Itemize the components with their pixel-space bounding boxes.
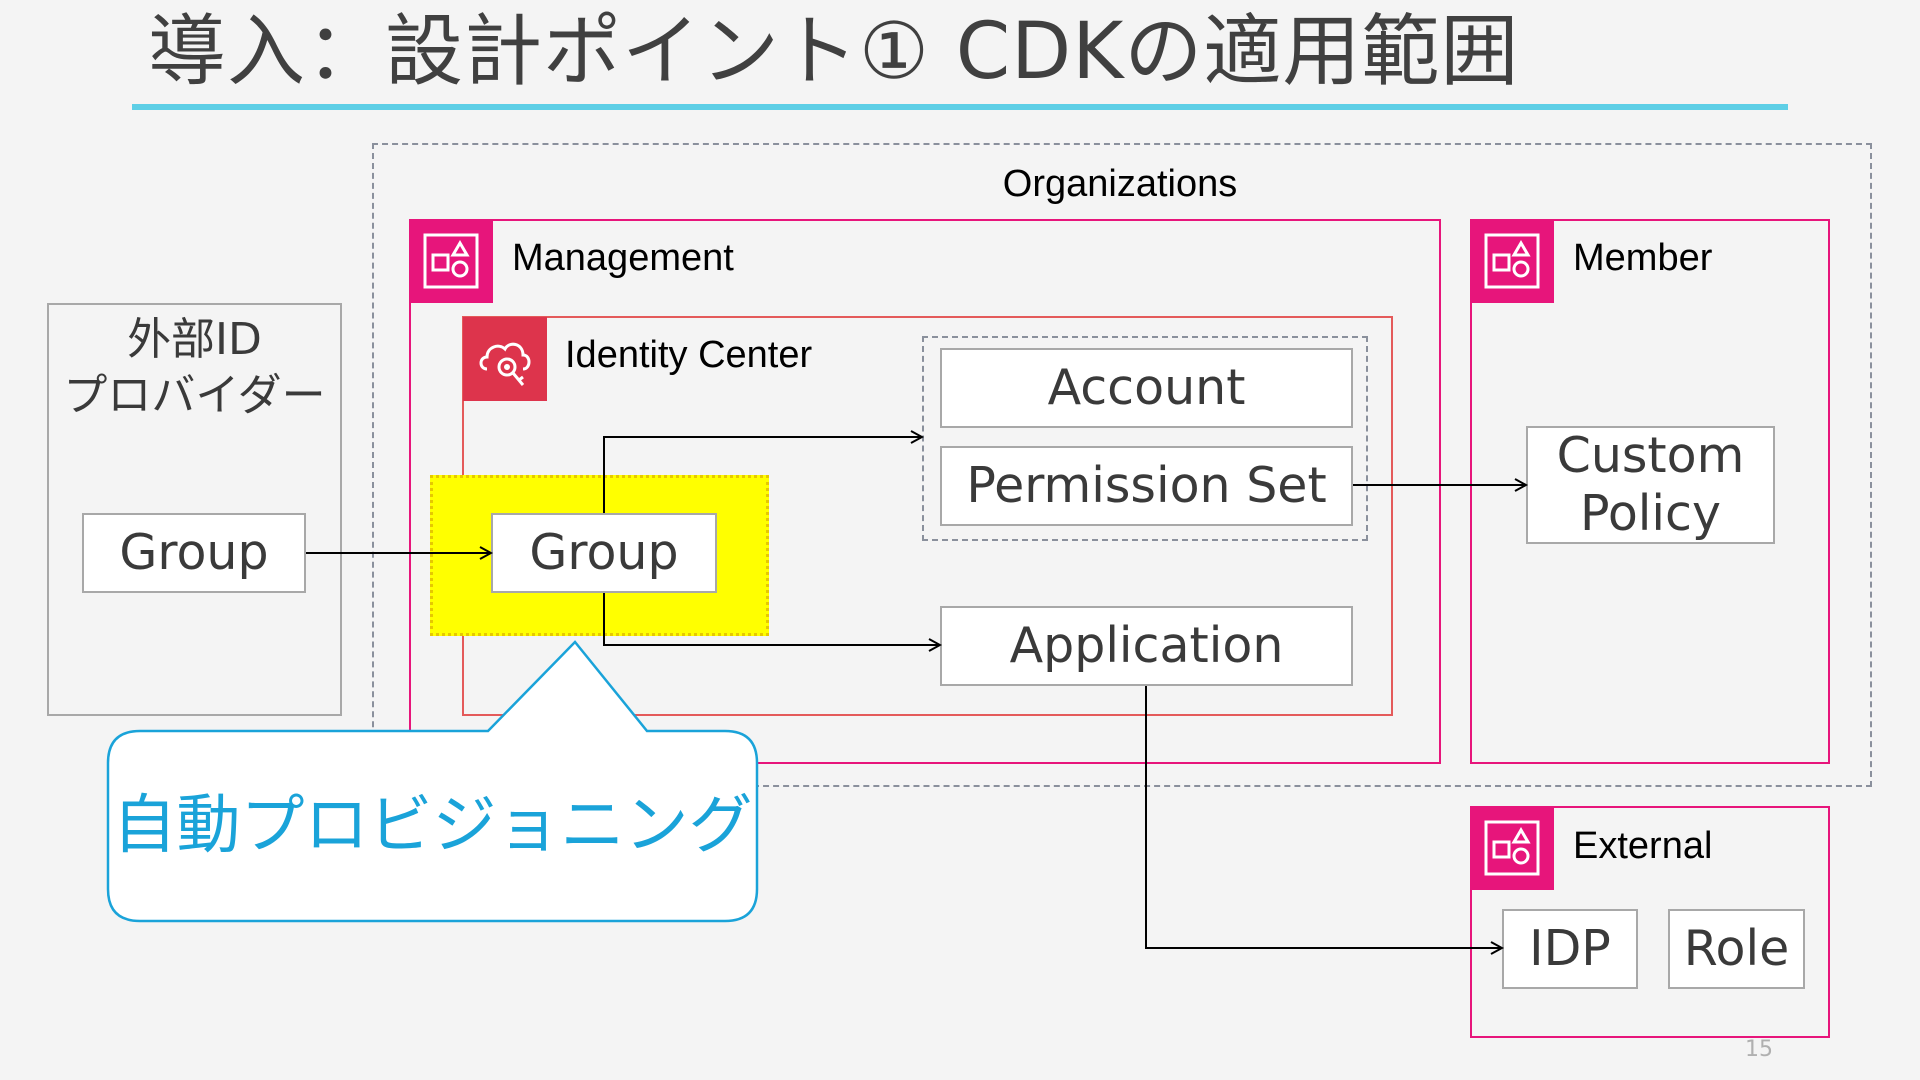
role-node[interactable]: Role bbox=[1668, 909, 1805, 989]
identity-center-group-label: Group bbox=[529, 524, 679, 581]
idp-label: IDP bbox=[1529, 920, 1611, 977]
organizations-label: Organizations bbox=[1002, 163, 1238, 205]
external-idp-box bbox=[47, 303, 342, 716]
identity-center-group-node[interactable]: Group bbox=[491, 513, 717, 593]
arrow-group-to-application bbox=[603, 593, 939, 645]
member-account-box bbox=[1470, 219, 1830, 764]
member-account-icon bbox=[1470, 219, 1554, 303]
organizations-boundary bbox=[372, 143, 1872, 787]
account-node[interactable]: Account bbox=[940, 348, 1353, 428]
application-node[interactable]: Application bbox=[940, 606, 1353, 686]
organizations-account-icon bbox=[423, 233, 479, 289]
external-idp-group-node[interactable]: Group bbox=[82, 513, 306, 593]
organizations-account-icon bbox=[1484, 233, 1540, 289]
member-label: Member bbox=[1573, 237, 1713, 279]
permission-set-node[interactable]: Permission Set bbox=[940, 446, 1353, 526]
page-number: 15 bbox=[1745, 1037, 1773, 1062]
external-idp-title: 外部ID プロバイダー bbox=[47, 312, 342, 424]
identity-center-label: Identity Center bbox=[565, 334, 813, 376]
arrow-group-to-assignment bbox=[603, 437, 921, 513]
management-account-icon bbox=[409, 219, 493, 303]
management-account-box bbox=[409, 219, 1441, 764]
slide-title: 導入：設計ポイント① CDKの適用範囲 bbox=[148, 7, 1520, 97]
external-idp-title-line2: プロバイダー bbox=[63, 370, 326, 421]
role-label: Role bbox=[1683, 920, 1790, 977]
external-idp-group-label: Group bbox=[119, 524, 269, 581]
identity-center-icon bbox=[479, 342, 531, 386]
custom-policy-node[interactable]: Custom Policy bbox=[1526, 426, 1775, 544]
application-label: Application bbox=[1009, 617, 1284, 674]
external-account-icon bbox=[1470, 806, 1554, 890]
external-account-box bbox=[1470, 806, 1830, 1038]
custom-policy-line1: Custom bbox=[1556, 427, 1745, 484]
external-idp-title-line1: 外部ID bbox=[127, 314, 262, 365]
management-label: Management bbox=[512, 237, 734, 279]
title-underline bbox=[132, 104, 1788, 110]
provisioning-callout-text: 自動プロビジョニング bbox=[112, 789, 753, 863]
organizations-account-icon bbox=[1484, 820, 1540, 876]
idp-node[interactable]: IDP bbox=[1502, 909, 1638, 989]
account-label: Account bbox=[1047, 359, 1246, 416]
permission-set-label: Permission Set bbox=[966, 457, 1327, 514]
provisioning-callout-bubble bbox=[106, 640, 759, 923]
custom-policy-line2: Policy bbox=[1580, 485, 1721, 542]
external-label: External bbox=[1573, 825, 1713, 867]
arrow-application-to-idp bbox=[1145, 686, 1501, 948]
identity-center-icon-tile bbox=[463, 317, 547, 401]
